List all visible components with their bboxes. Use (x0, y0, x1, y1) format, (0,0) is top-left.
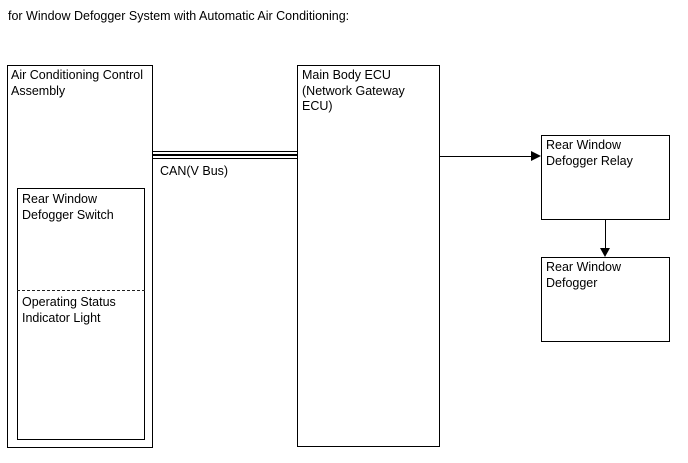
can-bus-core-line (153, 154, 297, 156)
rear-window-defogger-box (541, 257, 670, 342)
ecu-to-relay-arrow-line (440, 156, 532, 157)
rear-window-defogger-relay-box (541, 135, 670, 220)
switch-indicator-sub-box (17, 188, 145, 440)
can-bus-label: CAN(V Bus) (160, 164, 229, 178)
can-bus-line (153, 151, 297, 159)
rear-window-defogger-switch-label: Rear Window Defogger Switch (22, 192, 114, 222)
rear-window-defogger-relay-label: Rear Window Defogger Relay (546, 138, 633, 168)
ecu-to-relay-arrowhead-icon (531, 151, 541, 161)
rear-window-defogger-label: Rear Window Defogger (546, 260, 622, 290)
switch-indicator-dashed-separator (17, 290, 145, 291)
relay-to-defogger-arrow-line (605, 220, 606, 249)
main-body-ecu-box (297, 65, 440, 447)
operating-status-indicator-light-label: Operating Status Indicator Light (22, 295, 116, 325)
main-body-ecu-label: Main Body ECU (Network Gateway ECU) (302, 68, 405, 113)
air-conditioning-control-assembly-label: Air Conditioning Control Assembly (11, 68, 144, 98)
diagram-title: for Window Defogger System with Automati… (8, 9, 350, 23)
relay-to-defogger-arrowhead-icon (600, 248, 610, 257)
